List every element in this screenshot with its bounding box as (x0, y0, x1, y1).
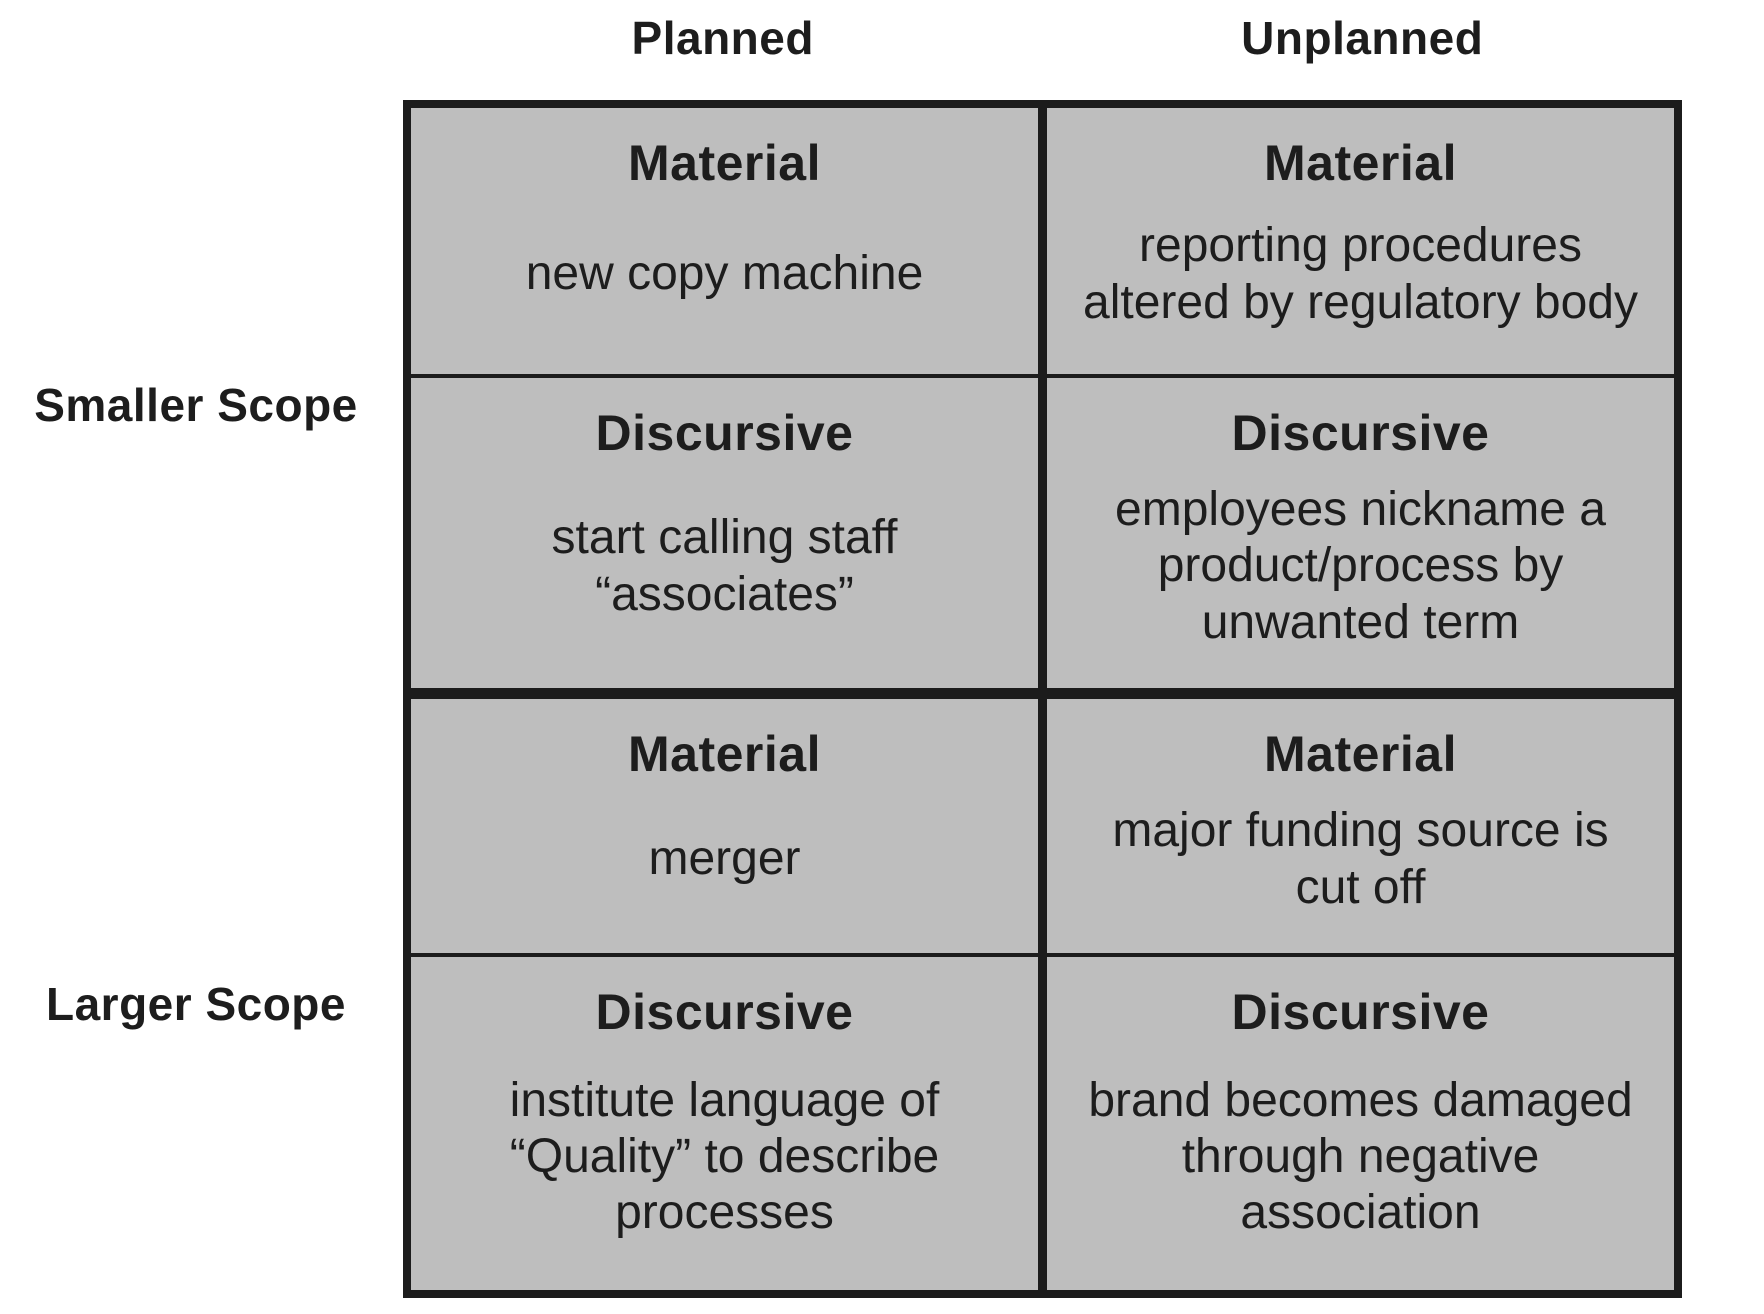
row-larger-discursive: Discursive institute language of “Qualit… (411, 957, 1674, 1290)
row-larger-material: Material merger Material major funding s… (411, 699, 1674, 957)
cell-type-label: Discursive (1231, 984, 1490, 1040)
cell-example-text: new copy machine (525, 247, 924, 301)
scope-label-larger: Larger Scope (46, 977, 346, 1030)
cell-example-text: major funding source is cut off (1112, 804, 1609, 914)
cell-larger-material-unplanned: Material major funding source is cut off (1047, 699, 1674, 953)
cell-type-label: Discursive (595, 405, 854, 461)
cell-example-text: merger (648, 832, 801, 886)
column-headers: Planned Unplanned (403, 0, 1682, 76)
scope-label-smaller: Smaller Scope (34, 378, 358, 431)
column-header-planned: Planned (631, 12, 814, 64)
cell-smaller-discursive-unplanned: Discursive employees nickname a product/… (1047, 378, 1674, 688)
cell-type-label: Material (1264, 726, 1457, 782)
cell-type-label: Discursive (595, 984, 854, 1040)
cell-example-text: employees nickname a product/process by … (1115, 483, 1606, 649)
cell-smaller-material-planned: Material new copy machine (411, 108, 1047, 374)
cell-larger-discursive-planned: Discursive institute language of “Qualit… (411, 957, 1047, 1290)
cell-example-text: institute language of “Quality” to descr… (509, 1073, 940, 1240)
cell-type-label: Material (628, 135, 821, 191)
cell-type-label: Material (1264, 135, 1457, 191)
cell-example-text: reporting procedures altered by regulato… (1083, 219, 1638, 329)
cell-larger-discursive-unplanned: Discursive brand becomes damaged through… (1047, 957, 1674, 1290)
row-smaller-material: Material new copy machine Material repor… (411, 108, 1674, 378)
matrix-table: Material new copy machine Material repor… (403, 100, 1682, 1298)
column-header-unplanned: Unplanned (1241, 12, 1484, 64)
cell-example-text: brand becomes damaged through negative a… (1088, 1073, 1633, 1240)
row-smaller-discursive: Discursive start calling staff “associat… (411, 378, 1674, 699)
cell-example-text: start calling staff “associates” (551, 511, 898, 621)
cell-type-label: Material (628, 726, 821, 782)
cell-smaller-material-unplanned: Material reporting procedures altered by… (1047, 108, 1674, 374)
cell-smaller-discursive-planned: Discursive start calling staff “associat… (411, 378, 1047, 688)
cell-type-label: Discursive (1231, 405, 1490, 461)
cell-larger-material-planned: Material merger (411, 699, 1047, 953)
